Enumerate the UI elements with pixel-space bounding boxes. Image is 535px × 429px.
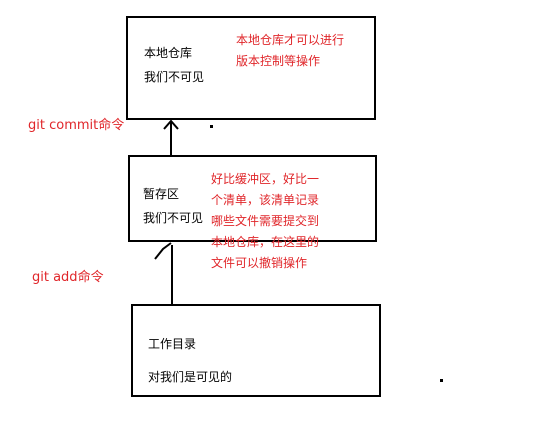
staging-note-line-5: 文件可以撤销操作 xyxy=(211,256,308,270)
stray-dot xyxy=(210,125,213,128)
staging-note-line-1: 好比缓冲区，好比一 xyxy=(211,172,320,186)
stray-dot xyxy=(440,379,443,382)
local-repo-note-line-1: 本地仓库才可以进行 xyxy=(236,33,345,47)
add-arrow xyxy=(154,242,173,304)
staging-subtitle: 我们不可见 xyxy=(143,211,204,225)
local-repo-box xyxy=(126,16,376,120)
local-repo-title: 本地仓库 xyxy=(144,46,193,60)
local-repo-note-line-2: 版本控制等操作 xyxy=(236,54,321,68)
staging-box xyxy=(128,155,377,242)
staging-note-line-3: 哪些文件需要提交到 xyxy=(211,214,320,228)
local-repo-subtitle: 我们不可见 xyxy=(144,70,205,84)
commit-arrow xyxy=(163,119,179,155)
working-dir-title: 工作目录 xyxy=(148,337,197,351)
staging-note-line-4: 本地仓库，在这里的 xyxy=(211,235,320,249)
git-add-label: git add命令 xyxy=(32,270,104,285)
working-dir-subtitle: 对我们是可见的 xyxy=(148,370,233,384)
working-dir-box xyxy=(131,304,381,397)
staging-note-line-2: 个清单，该清单记录 xyxy=(211,193,320,207)
staging-title: 暂存区 xyxy=(143,187,180,201)
git-commit-label: git commit命令 xyxy=(28,118,125,133)
